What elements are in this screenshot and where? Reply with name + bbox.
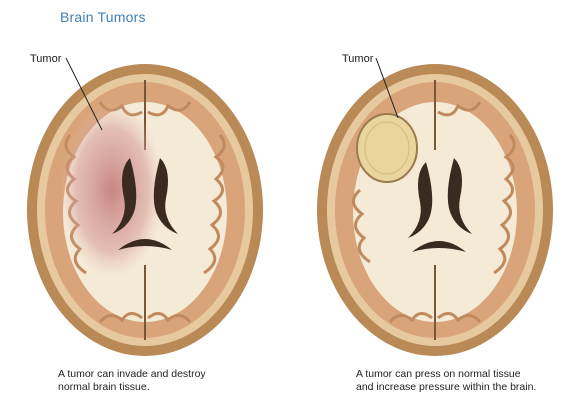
caption-invasive: A tumor can invade and destroy normal br… xyxy=(58,368,298,394)
brain-diagram-pressure: Tumor A tumor can press on normal tissue… xyxy=(290,40,580,406)
tumor-pressing xyxy=(357,114,417,182)
brain-cross-section-left: Tumor xyxy=(0,40,290,360)
brain-cross-section-right: Tumor xyxy=(290,40,580,360)
tumor-label-left: Tumor xyxy=(30,53,62,65)
tumor-label-right: Tumor xyxy=(342,53,374,65)
figure-title: Brain Tumors xyxy=(60,9,146,25)
tumor-invading xyxy=(60,102,164,278)
caption-pressure: A tumor can press on normal tissue and i… xyxy=(356,368,580,394)
brain-diagram-invasive: Tumor A tumor can invade and destroy nor… xyxy=(0,40,290,406)
